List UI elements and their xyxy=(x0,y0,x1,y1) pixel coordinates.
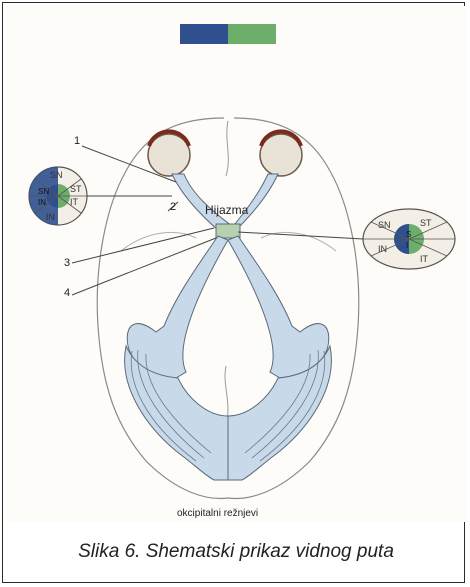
callout-3-line xyxy=(72,228,214,263)
right-visual-field-disc: SN ST IT IN S I xyxy=(363,209,455,269)
right-disc-inner-top: S xyxy=(406,230,411,239)
callout-1: 1 xyxy=(74,135,80,147)
hijazma-label: Hijazma xyxy=(205,203,249,217)
occipital-label: okcipitalni režnjevi xyxy=(177,508,258,519)
right-disc-it: IT xyxy=(420,254,429,264)
left-disc-inner-top: SN xyxy=(38,187,49,196)
left-disc-st: ST xyxy=(70,184,82,194)
right-disc-inner-bottom: I xyxy=(406,241,408,250)
midline xyxy=(225,121,228,426)
right-disc-sn: SN xyxy=(378,220,391,230)
left-optic-tract xyxy=(127,236,228,378)
right-optic-tract xyxy=(228,236,329,378)
left-eye xyxy=(148,131,190,176)
diagram-svg: SN ST IT IN SN IN SN ST IT IN S I xyxy=(6,6,467,522)
color-bar-blue xyxy=(180,24,228,44)
right-disc-connector xyxy=(238,232,363,239)
left-disc-inner-bottom: IN xyxy=(38,198,46,207)
visual-pathway-diagram: SN ST IT IN SN IN SN ST IT IN S I xyxy=(6,6,467,522)
figure-caption: Slika 6. Shematski prikaz vidnog puta xyxy=(3,541,469,563)
left-disc-in: IN xyxy=(46,212,55,222)
left-disc-sn: SN xyxy=(50,170,63,180)
callout-2: 2 xyxy=(170,201,176,213)
figure-frame: SN ST IT IN SN IN SN ST IT IN S I xyxy=(2,2,465,583)
callout-3: 3 xyxy=(64,257,70,269)
right-eye xyxy=(260,131,302,176)
right-disc-in: IN xyxy=(378,244,387,254)
optic-chiasm xyxy=(216,224,240,238)
callout-4: 4 xyxy=(64,287,70,299)
left-visual-field-disc: SN ST IT IN SN IN xyxy=(29,167,87,225)
color-bar-green xyxy=(228,24,276,44)
left-disc-it: IT xyxy=(70,197,79,207)
right-disc-st: ST xyxy=(420,218,432,228)
